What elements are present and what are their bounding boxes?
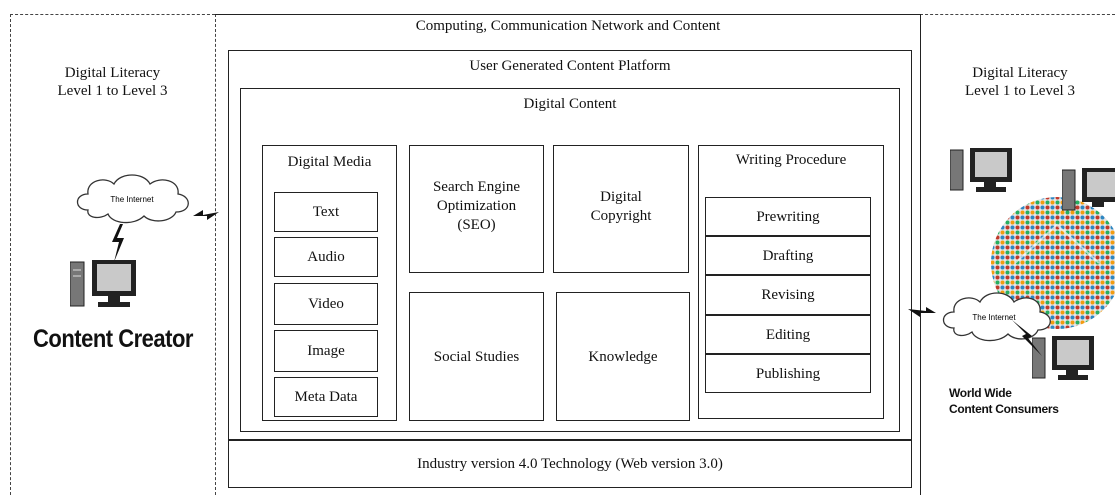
writing-procedure-title: Writing Procedure	[735, 152, 847, 168]
content-creator-label: Content Creator	[33, 324, 193, 353]
digital-media-title: Digital Media	[287, 154, 372, 170]
writing-step-prewriting: Prewriting	[705, 197, 871, 236]
writing-step-label: Prewriting	[756, 208, 820, 225]
writing-step-label: Editing	[765, 326, 811, 343]
right-literacy-line-2: Level 1 to Level 3	[965, 83, 1075, 99]
media-item-video: Video	[274, 283, 378, 325]
knowledge-label: Knowledge	[588, 348, 658, 365]
copyright-line-1: Digital	[600, 189, 642, 205]
world-wide-consumers-label: World Wide Content Consumers	[949, 386, 1109, 417]
right-literacy-label: Digital Literacy Level 1 to Level 3	[925, 64, 1115, 100]
outer-title: Computing, Communication Network and Con…	[415, 18, 721, 34]
left-literacy-label: Digital Literacy Level 1 to Level 3	[10, 64, 215, 100]
media-item-audio: Audio	[274, 237, 378, 277]
media-item-label: Image	[307, 343, 345, 359]
lightning-icon	[908, 307, 936, 317]
left-literacy-line-1: Digital Literacy	[64, 65, 161, 81]
writing-step-label: Publishing	[755, 365, 821, 382]
writing-step-label: Drafting	[762, 247, 814, 264]
knowledge-box: Knowledge	[556, 292, 690, 421]
copyright-box: Digital Copyright	[553, 145, 689, 273]
lightning-icon	[1012, 320, 1042, 356]
media-item-label: Meta Data	[294, 389, 358, 405]
seo-box: Search Engine Optimization (SEO)	[409, 145, 544, 273]
digital-content-title: Digital Content	[523, 96, 617, 112]
left-top-dashed-border	[10, 14, 215, 15]
right-cloud-label: The Internet	[972, 313, 1016, 322]
copyright-line-2: Copyright	[590, 207, 652, 224]
media-item-meta-data: Meta Data	[274, 377, 378, 417]
computer-icon	[1062, 168, 1115, 211]
left-dashed-border	[10, 14, 11, 495]
left-cloud-label: The Internet	[110, 195, 154, 204]
media-item-label: Video	[308, 296, 344, 312]
seo-line-3: (SEO)	[457, 216, 496, 233]
writing-step-label: Revising	[761, 287, 815, 303]
platform-title: User Generated Content Platform	[469, 58, 671, 74]
seo-line-1: Search Engine	[432, 179, 521, 195]
footer-label: Industry version 4.0 Technology (Web ver…	[417, 456, 723, 472]
seo-line-2: Optimization	[436, 197, 517, 214]
right-literacy-line-1: Digital Literacy	[972, 65, 1068, 81]
writing-step-revising: Revising	[705, 275, 871, 315]
cloud-icon: The Internet	[942, 292, 1051, 342]
social-studies-box: Social Studies	[409, 292, 544, 421]
media-item-label: Text	[312, 204, 340, 220]
right-top-dashed-border	[920, 14, 1115, 15]
computer-icon	[950, 148, 1012, 192]
footer-box: Industry version 4.0 Technology (Web ver…	[228, 440, 912, 488]
media-item-text: Text	[274, 192, 378, 232]
consumers-line-2: Content Consumers	[949, 401, 1059, 416]
writing-step-editing: Editing	[705, 315, 871, 354]
outer-frame	[215, 14, 921, 495]
media-item-image: Image	[274, 330, 378, 372]
cloud-icon: The Internet	[76, 174, 189, 224]
media-item-label: Audio	[307, 249, 345, 265]
consumers-line-1: World Wide	[949, 386, 1012, 400]
writing-step-publishing: Publishing	[705, 354, 871, 393]
center-left-dashed-border	[215, 14, 216, 495]
left-literacy-line-2: Level 1 to Level 3	[57, 83, 168, 99]
computer-icon	[70, 260, 136, 307]
writing-step-drafting: Drafting	[705, 236, 871, 275]
lightning-icon	[193, 210, 219, 220]
globe-crowd-icon	[991, 197, 1115, 329]
social-studies-label: Social Studies	[433, 348, 520, 365]
computer-icon	[1032, 336, 1094, 380]
lightning-icon	[112, 224, 124, 262]
